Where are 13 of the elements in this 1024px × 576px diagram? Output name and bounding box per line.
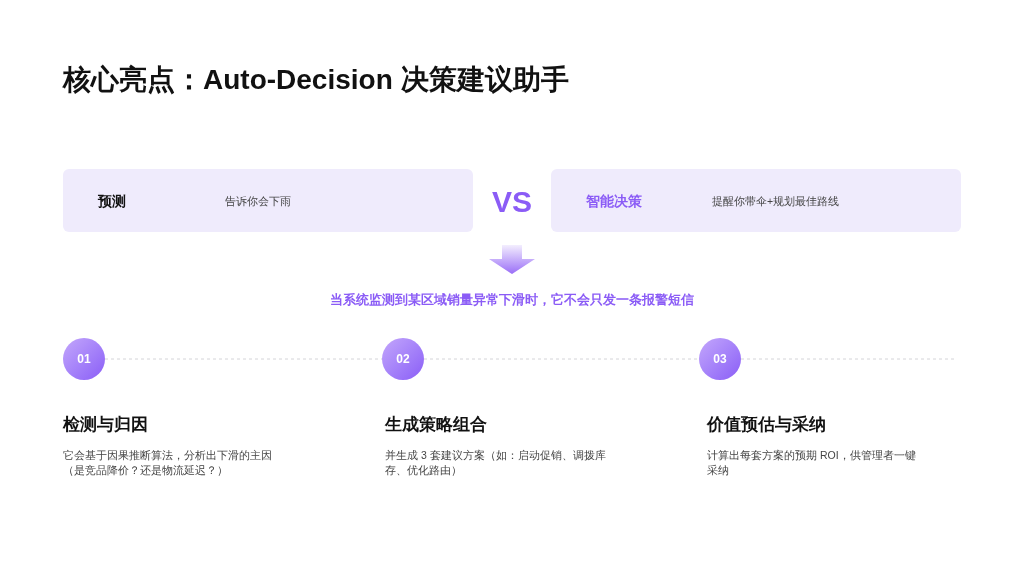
summary-sentence: 当系统监测到某区域销量异常下滑时，它不会只发一条报警短信 [330, 291, 694, 310]
step-description: 它会基于因果推断算法，分析出下滑的主因（是竞品降价？还是物流延迟？） [63, 448, 273, 478]
card-heading: 预测 [98, 191, 126, 211]
step-description: 并生成 3 套建议方案（如：启动促销、调拨库存、优化路由） [385, 448, 607, 478]
page-title: 核心亮点：Auto-Decision 决策建议助手 [63, 63, 569, 97]
step-heading: 生成策略组合 [385, 414, 488, 435]
card-description: 告诉你会下雨 [225, 193, 291, 208]
step-heading: 检测与归因 [63, 414, 149, 435]
card-description: 提醒你带伞+规划最佳路线 [712, 193, 840, 208]
vs-label: VS [492, 183, 532, 220]
card-heading: 智能决策 [586, 191, 642, 211]
step-heading: 价值预估与采纳 [707, 414, 827, 435]
step-description: 计算出每套方案的预期 ROI，供管理者一键采纳 [707, 448, 917, 478]
